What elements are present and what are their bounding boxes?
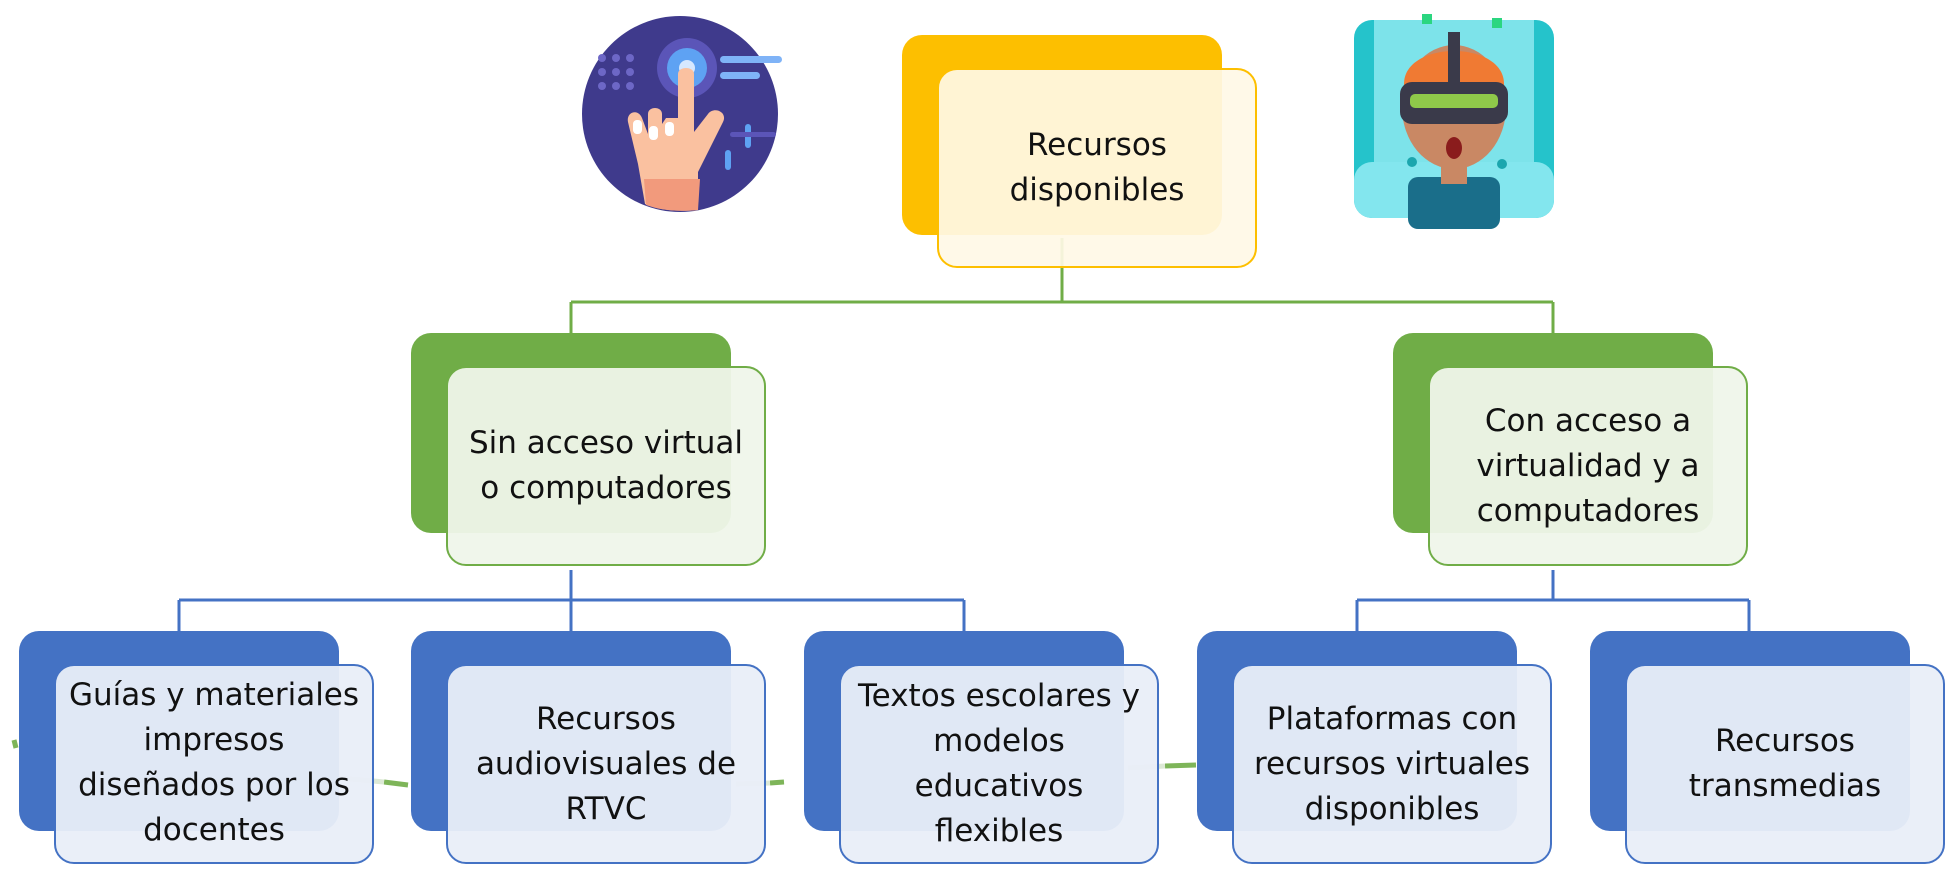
leaf-node-label: Textos escolares y modelos educativos fl… xyxy=(858,678,1140,849)
branch-node-with-access: Con acceso a virtualidad y a computadore… xyxy=(1393,333,1748,571)
root-node-box: Recursos disponibles xyxy=(937,68,1257,268)
branch-node-label: Sin acceso virtual o computadores xyxy=(468,425,744,506)
leaf-node-rtvc: Recursos audiovisuales de RTVC xyxy=(411,631,766,869)
leaf-node-label: Plataformas con recursos virtuales dispo… xyxy=(1253,700,1531,827)
root-node-label: Recursos disponibles xyxy=(1009,127,1185,208)
leaf-node-box: Guías y materiales impresos diseñados po… xyxy=(54,664,374,864)
leaf-node-label: Recursos audiovisuales de RTVC xyxy=(475,700,737,827)
vr-headset-person-icon xyxy=(1352,12,1557,229)
leaf-node-box: Recursos transmedias xyxy=(1625,664,1945,864)
leaf-node-printed-guides: Guías y materiales impresos diseñados po… xyxy=(19,631,374,869)
leaf-node-box: Textos escolares y modelos educativos fl… xyxy=(839,664,1159,864)
leaf-node-label: Recursos transmedias xyxy=(1688,723,1882,804)
branch-node-label: Con acceso a virtualidad y a computadore… xyxy=(1476,402,1700,529)
root-node: Recursos disponibles xyxy=(902,35,1257,273)
branch-node-box: Sin acceso virtual o computadores xyxy=(446,366,766,566)
leaf-node-box: Plataformas con recursos virtuales dispo… xyxy=(1232,664,1552,864)
leaf-node-textbooks: Textos escolares y modelos educativos fl… xyxy=(804,631,1159,869)
leaf-node-transmedia: Recursos transmedias xyxy=(1590,631,1945,869)
leaf-node-platforms: Plataformas con recursos virtuales dispo… xyxy=(1197,631,1552,869)
touch-hand-icon xyxy=(580,14,785,214)
branch-node-no-access: Sin acceso virtual o computadores xyxy=(411,333,766,571)
leaf-node-label: Guías y materiales impresos diseñados po… xyxy=(68,677,360,848)
branch-node-box: Con acceso a virtualidad y a computadore… xyxy=(1428,366,1748,566)
leaf-node-box: Recursos audiovisuales de RTVC xyxy=(446,664,766,864)
